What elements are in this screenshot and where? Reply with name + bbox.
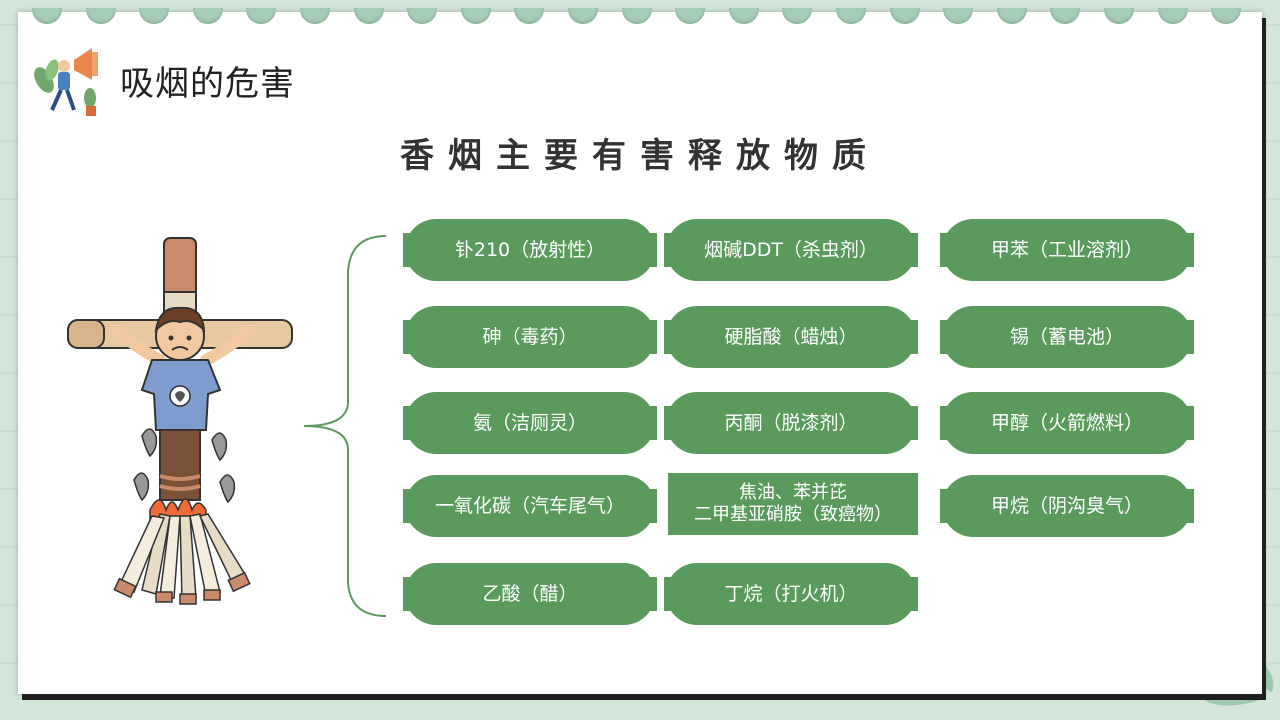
substance-pill-tar: 焦油、苯并芘 二甲基亚硝胺（致癌物）: [668, 473, 918, 535]
binder-hole: [300, 8, 330, 24]
substance-pill-polonium: 钋210（放射性）: [403, 219, 657, 281]
substance-pill-acetone: 丙酮（脱漆剂）: [664, 392, 918, 454]
substance-pill-tin: 锡（蓄电池）: [940, 306, 1194, 368]
binder-hole: [621, 8, 652, 24]
binder-hole: [85, 8, 116, 24]
binder-hole: [728, 8, 759, 24]
substance-pill-methane: 甲烷（阴沟臭气）: [940, 475, 1194, 537]
binder-hole: [836, 8, 866, 24]
binder-hole: [192, 8, 223, 24]
substance-pill-nicotine: 烟碱DDT（杀虫剂）: [664, 219, 918, 281]
binder-hole: [782, 8, 813, 24]
substance-pill-butane: 丁烷（打火机）: [664, 563, 918, 625]
binder-hole: [353, 8, 384, 24]
binder-hole: [568, 8, 598, 24]
binder-hole: [32, 8, 62, 24]
binder-hole: [246, 8, 277, 24]
binder-hole: [514, 8, 545, 24]
binder-hole: [1104, 8, 1134, 24]
megaphone-person-icon: [34, 48, 98, 116]
binder-hole: [1157, 8, 1188, 24]
binder-hole: [675, 8, 706, 24]
substance-pill-toluene: 甲苯（工业溶剂）: [940, 219, 1194, 281]
binder-hole: [943, 8, 974, 24]
page-title: 吸烟的危害: [120, 64, 295, 104]
binder-hole: [407, 8, 438, 24]
slide-subtitle: 香烟主要有害释放物质: [400, 136, 880, 176]
binder-hole: [139, 8, 170, 24]
binder-hole: [889, 8, 920, 24]
binder-hole: [996, 8, 1027, 24]
substance-pill-stearic-acid: 硬脂酸（蜡烛）: [664, 306, 918, 368]
binder-hole: [1211, 8, 1242, 24]
substance-pill-acetic-acid: 乙酸（醋）: [403, 563, 657, 625]
curly-brace: [303, 235, 387, 617]
substance-pill-methanol: 甲醇（火箭燃料）: [940, 392, 1194, 454]
substance-pill-carbon-monoxide: 一氧化碳（汽车尾气）: [403, 475, 657, 537]
cigarette-cross-illustration: [67, 237, 293, 605]
substance-pill-arsenic: 砷（毒药）: [403, 306, 657, 368]
binder-hole: [1050, 8, 1081, 24]
binder-hole: [460, 8, 491, 24]
substance-pill-ammonia: 氨（洁厕灵）: [403, 392, 657, 454]
binder-holes: [18, 6, 1262, 26]
